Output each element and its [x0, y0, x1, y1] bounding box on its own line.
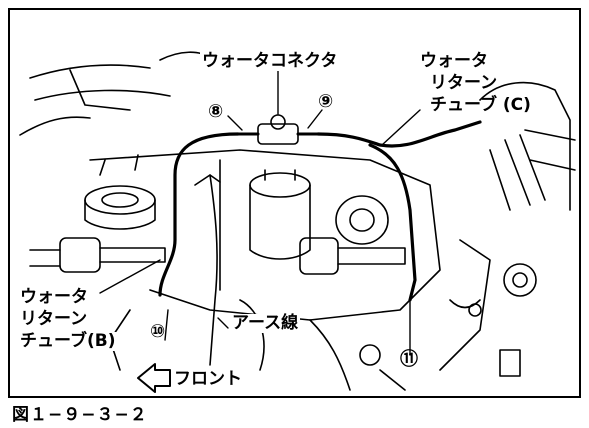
label-return-tube-c-line2: リターン [430, 73, 498, 93]
label-return-tube-b-line1: ウォータ [18, 287, 90, 307]
label-return-tube-c-line3: チューブ (C) [430, 95, 531, 115]
label-return-tube-c-line1: ウォータ [420, 51, 488, 71]
callout-11: ⑪ [400, 349, 418, 370]
figure-caption: 図１−９−３−２ [12, 405, 148, 425]
label-earth-wire: アース線 [230, 313, 301, 333]
label-return-tube-b-line3: チューブ(B) [18, 331, 118, 351]
label-return-tube-b-line2: リターン [18, 309, 90, 329]
callout-9: ⑨ [318, 91, 334, 112]
callout-8: ⑧ [208, 101, 224, 122]
label-water-connector: ウォータコネクタ [200, 51, 340, 71]
engine-line-drawing [19, 51, 576, 393]
callout-10: ⑩ [150, 321, 166, 342]
label-front: フロント [174, 369, 242, 389]
diagram-frame: ウォータコネクタ ウォータ リターン チューブ (C) ウォータ リターン チュ… [8, 8, 581, 398]
